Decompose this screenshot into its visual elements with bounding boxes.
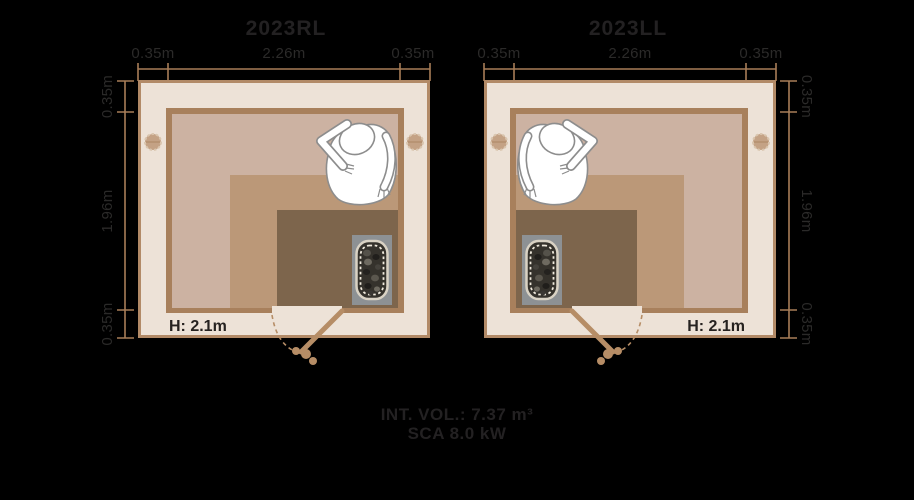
person-top-view-icon bbox=[316, 119, 397, 206]
ceiling-height-label: H: 2.1m bbox=[169, 318, 227, 335]
dim-label-top-center: 2.26m bbox=[262, 45, 305, 62]
sauna-heater-stones-icon bbox=[352, 235, 392, 305]
dim-label-top-left: 0.35m bbox=[477, 45, 520, 62]
dim-label-side-top: 0.35m bbox=[798, 75, 815, 118]
dimension-lines bbox=[117, 63, 431, 339]
dim-label-top-left: 0.35m bbox=[131, 45, 174, 62]
wall-vent-icon bbox=[406, 133, 424, 151]
sauna-floor-plan-graphics bbox=[117, 63, 431, 365]
person-fingers bbox=[344, 163, 391, 198]
door-opening bbox=[272, 306, 342, 315]
plan-title: 2023RL bbox=[246, 17, 327, 40]
dim-label-top-right: 0.35m bbox=[739, 45, 782, 62]
dim-label-side-top: 0.35m bbox=[99, 75, 116, 118]
sauna-floor-plan-graphics-mirrored bbox=[484, 63, 797, 365]
wall-vent-icon bbox=[144, 133, 162, 151]
interior-volume-label: INT. VOL.: 7.37 m³ bbox=[381, 405, 534, 424]
ceiling-height-label: H: 2.1m bbox=[687, 318, 745, 335]
dim-label-top-right: 0.35m bbox=[391, 45, 434, 62]
footer-specs: INT. VOL.: 7.37 m³ SCA 8.0 kW bbox=[381, 405, 534, 443]
dim-label-side-bottom: 0.35m bbox=[798, 302, 815, 345]
dim-label-side-bottom: 0.35m bbox=[99, 302, 116, 345]
door-swing-icon bbox=[271, 308, 345, 365]
dim-label-top-center: 2.26m bbox=[608, 45, 651, 62]
heater-power-label: SCA 8.0 kW bbox=[408, 424, 507, 443]
dim-label-side-middle: 1.96m bbox=[99, 189, 116, 232]
dim-label-side-middle: 1.96m bbox=[798, 189, 815, 232]
plan-title: 2023LL bbox=[589, 17, 667, 40]
